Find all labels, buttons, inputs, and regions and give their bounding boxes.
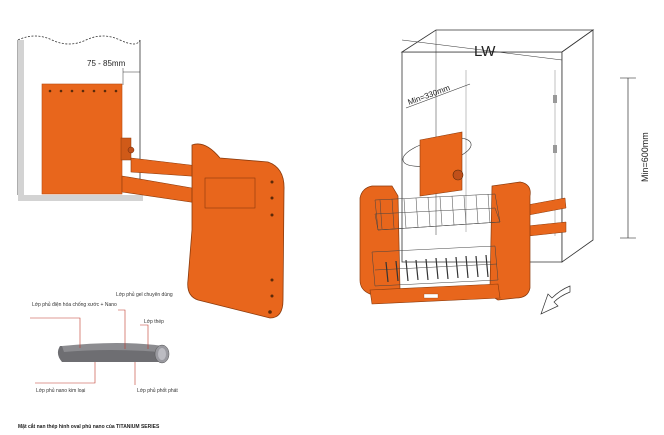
plate-knob: [127, 146, 135, 154]
callout-label-top-left: Lớp phủ điện hóa chống xước + Nano: [32, 301, 117, 308]
width-dim-line: [401, 39, 563, 61]
basket-badge: [423, 293, 439, 299]
basket-back-plate: [419, 131, 463, 197]
height-dimension-label: Min=600mm: [640, 132, 650, 182]
hinge-bottom: [553, 145, 557, 153]
hinge-top: [553, 95, 557, 103]
back-plate-pivot: [452, 169, 464, 181]
plate-dividers: [385, 254, 489, 283]
mounting-plate: [41, 83, 123, 195]
oval-tube-shade: [62, 343, 163, 352]
tube-section-detail: Lớp phủ điện hóa chống xước + Nano Lớp p…: [18, 291, 178, 430]
cabinet-left-panel: [18, 40, 24, 198]
left-side-section: 75 - 85mm: [17, 35, 285, 319]
depth-dim-line: [405, 83, 471, 109]
pull-down-arrow: [540, 285, 571, 315]
side-bracket-slot: [204, 177, 256, 209]
width-dimension-label: LW: [474, 43, 496, 60]
callout-label-bottom-mid: Lớp phủ phốt phát: [137, 387, 178, 394]
callout-lines: [30, 309, 149, 385]
callout-label-top-mid: Lớp phủ gel chuyên dùng: [116, 291, 173, 298]
right-cabinet-assembly: LW Min=330mm Min=600mm: [359, 29, 650, 315]
callout-label-right: Lớp thép: [144, 319, 164, 325]
oval-tube-core: [158, 348, 166, 360]
plate-holes: [48, 89, 118, 93]
side-bracket: [187, 143, 285, 319]
cabinet-break-line: [17, 35, 141, 45]
cabinet-floor: [18, 195, 143, 201]
cabinet-top-face: [400, 29, 595, 53]
upper-dish-rack: [374, 193, 501, 231]
callout-label-bottom-left: Lớp phủ nano kim loại: [36, 387, 85, 394]
gap-dimension-label: 75 - 85mm: [87, 59, 126, 68]
side-bracket-holes: [268, 180, 274, 314]
cabinet-side-face: [561, 29, 594, 263]
detail-caption: Mặt cắt nan thép hình oval phủ nano của …: [18, 423, 160, 430]
